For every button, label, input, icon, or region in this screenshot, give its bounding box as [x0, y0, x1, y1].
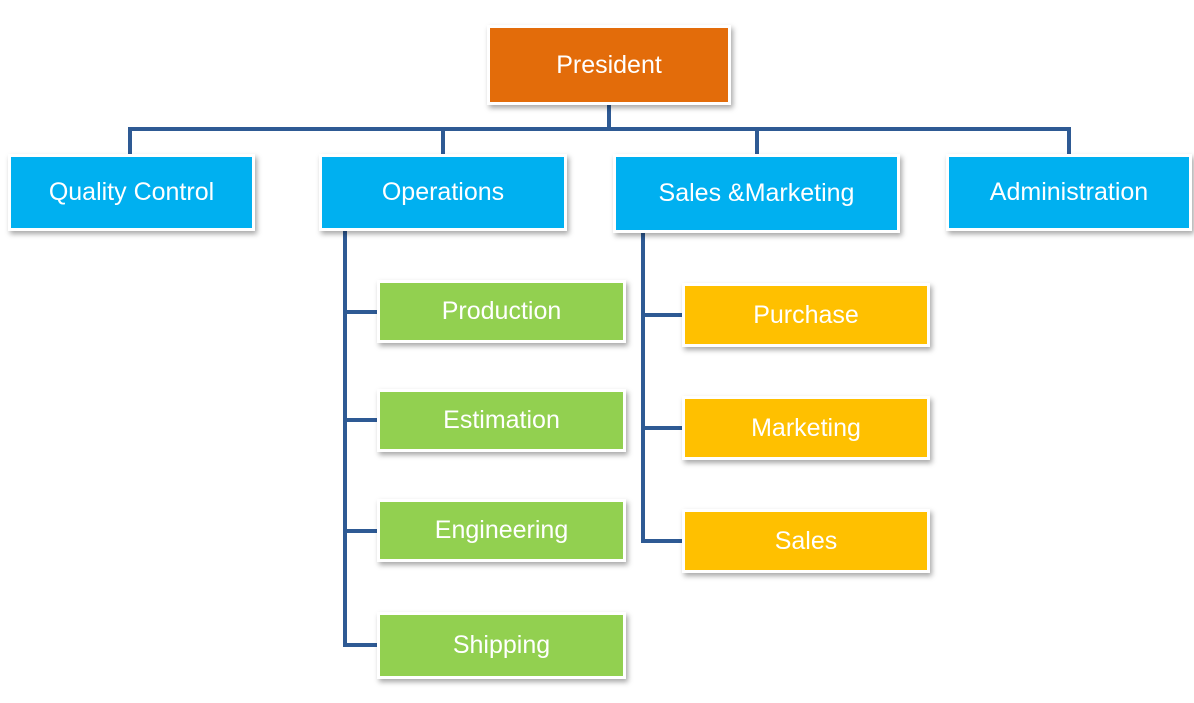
operations-child-estimation: Estimation	[377, 389, 626, 452]
department-label: Operations	[381, 178, 505, 206]
department-administration: Administration	[946, 154, 1192, 231]
president-box: President	[487, 25, 731, 105]
department-sales-marketing: Sales &Marketing	[613, 154, 900, 233]
department-operations: Operations	[319, 154, 567, 231]
child-label: Sales	[774, 526, 838, 555]
child-label: Shipping	[452, 631, 551, 659]
department-quality-control: Quality Control	[8, 154, 255, 231]
sales-child-marketing: Marketing	[682, 396, 930, 460]
sales-child-purchase: Purchase	[682, 283, 930, 347]
operations-child-shipping: Shipping	[377, 612, 626, 679]
child-label: Production	[441, 297, 562, 325]
child-label: Purchase	[753, 300, 859, 329]
operations-child-engineering: Engineering	[377, 499, 626, 562]
department-label: Sales &Marketing	[658, 179, 855, 207]
child-label: Marketing	[751, 413, 861, 442]
president-label: President	[556, 50, 662, 79]
child-label: Estimation	[443, 406, 560, 434]
department-label: Administration	[989, 178, 1149, 206]
department-label: Quality Control	[48, 178, 215, 206]
operations-child-production: Production	[377, 280, 626, 343]
sales-child-sales: Sales	[682, 509, 930, 573]
child-label: Engineering	[434, 516, 569, 544]
